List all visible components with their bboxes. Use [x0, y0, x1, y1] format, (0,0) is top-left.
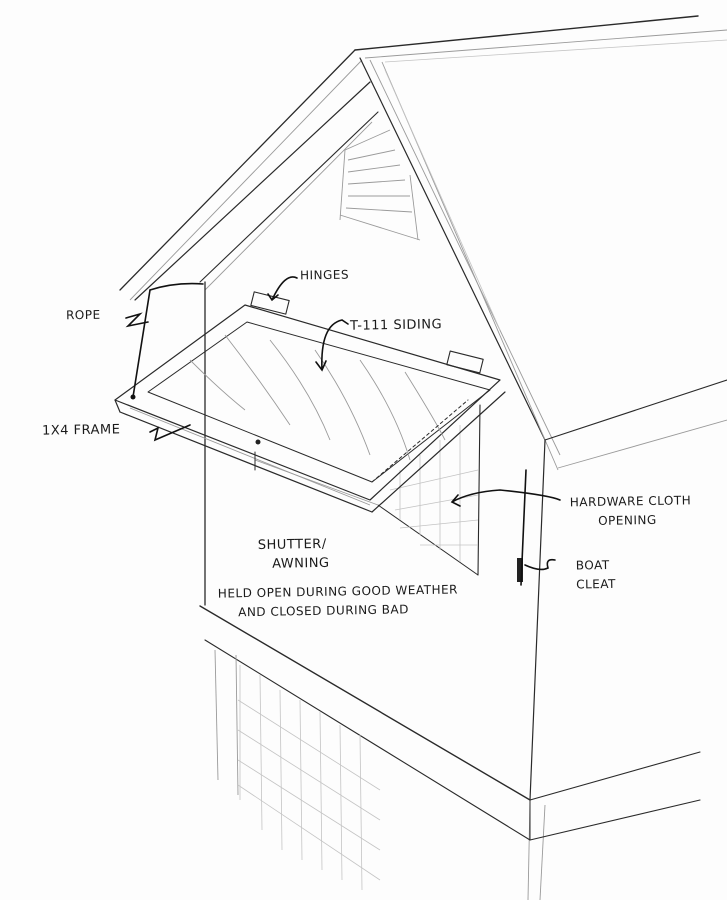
walls: [199, 281, 701, 900]
rope: [130, 282, 204, 400]
hardware-cloth-opening: [254, 404, 481, 576]
label-t111-siding: T-111 SIDING: [349, 317, 443, 334]
label-hardware-cloth-line2: OPENING: [598, 512, 657, 528]
label-weather-note: HELD OPEN DURING GOOD WEATHER AND CLOSED…: [218, 579, 519, 622]
label-boat-cleat-line1: BOAT: [575, 557, 610, 573]
shutter-awning: [114, 291, 506, 513]
boat-cleat: [517, 469, 527, 586]
label-hinges: HINGES: [299, 267, 350, 283]
label-shutter-line2: AWNING: [272, 555, 330, 572]
gable-vent: [339, 129, 421, 241]
label-shutter-line1: SHUTTER/: [257, 536, 327, 554]
label-shutter-awning: SHUTTER/ AWNING: [258, 534, 379, 574]
roof: [119, 15, 727, 471]
leader-arrows: [125, 276, 561, 571]
label-rope: ROPE: [65, 307, 101, 323]
lower-opening-grid: [237, 665, 381, 891]
label-hardware-cloth: HARDWARE CLOTH OPENING: [570, 491, 727, 532]
label-boat-cleat-line2: CLEAT: [576, 576, 617, 592]
label-1x4-frame: 1x4 FRAME: [41, 422, 121, 439]
label-boat-cleat: BOAT CLEAT: [576, 555, 637, 594]
